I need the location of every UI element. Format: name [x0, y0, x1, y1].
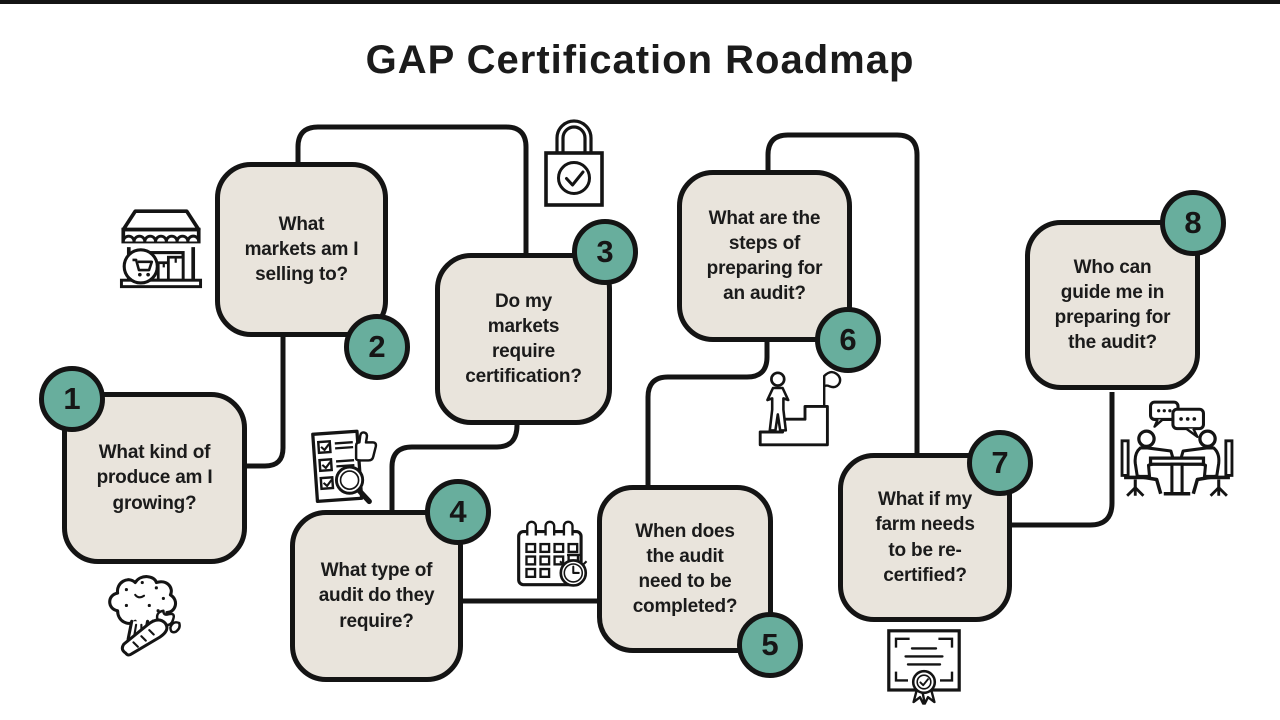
step-number-badge-7: 7 [967, 430, 1033, 496]
step-number-badge-6: 6 [815, 307, 881, 373]
calendar-stopwatch-icon [514, 516, 592, 594]
step-question-6: What are the steps of preparing for an a… [706, 207, 823, 305]
market-store-icon [115, 202, 207, 294]
step-number-2: 2 [368, 329, 386, 364]
step-number-badge-4: 4 [425, 479, 491, 545]
step-box-5: When does the audit need to be completed… [597, 485, 773, 653]
page-title: GAP Certification Roadmap [365, 38, 915, 82]
meeting-icon [1120, 400, 1234, 502]
certificate-icon [884, 626, 964, 706]
step-number-7: 7 [991, 445, 1009, 480]
steps-flag-icon [733, 368, 845, 448]
step-number-4: 4 [449, 494, 467, 529]
step-box-2: What markets am I selling to? [215, 162, 388, 337]
step-question-8: Who can guide me in preparing for the au… [1054, 256, 1171, 354]
step-question-5: When does the audit need to be completed… [632, 520, 738, 618]
step-box-4: What type of audit do they require? [290, 510, 463, 682]
connector-1-2 [247, 337, 286, 469]
lock-check-icon [540, 110, 608, 210]
step-box-7: What if my farm needs to be re- certifie… [838, 453, 1012, 622]
step-question-3: Do my markets require certification? [465, 290, 582, 388]
step-question-7: What if my farm needs to be re- certifie… [875, 489, 975, 586]
step-box-3: Do my markets require certification? [435, 253, 612, 425]
step-box-1: What kind of produce am I growing? [62, 392, 247, 564]
step-number-badge-3: 3 [572, 219, 638, 285]
top-border [0, 0, 1280, 4]
step-box-8: Who can guide me in preparing for the au… [1025, 220, 1200, 390]
step-question-2: What markets am I selling to? [244, 213, 359, 286]
vegetables-icon [93, 572, 188, 660]
step-number-6: 6 [839, 322, 857, 357]
checklist-magnifier-icon [302, 426, 384, 508]
step-number-8: 8 [1184, 205, 1202, 240]
step-question-1: What kind of produce am I growing? [96, 442, 213, 514]
step-question-4: What type of audit do they require? [318, 560, 435, 632]
step-number-badge-2: 2 [344, 314, 410, 380]
step-number-badge-5: 5 [737, 612, 803, 678]
step-number-5: 5 [761, 627, 779, 662]
step-number-badge-8: 8 [1160, 190, 1226, 256]
step-number-1: 1 [63, 381, 81, 416]
step-number-3: 3 [596, 234, 614, 269]
step-number-badge-1: 1 [39, 366, 105, 432]
